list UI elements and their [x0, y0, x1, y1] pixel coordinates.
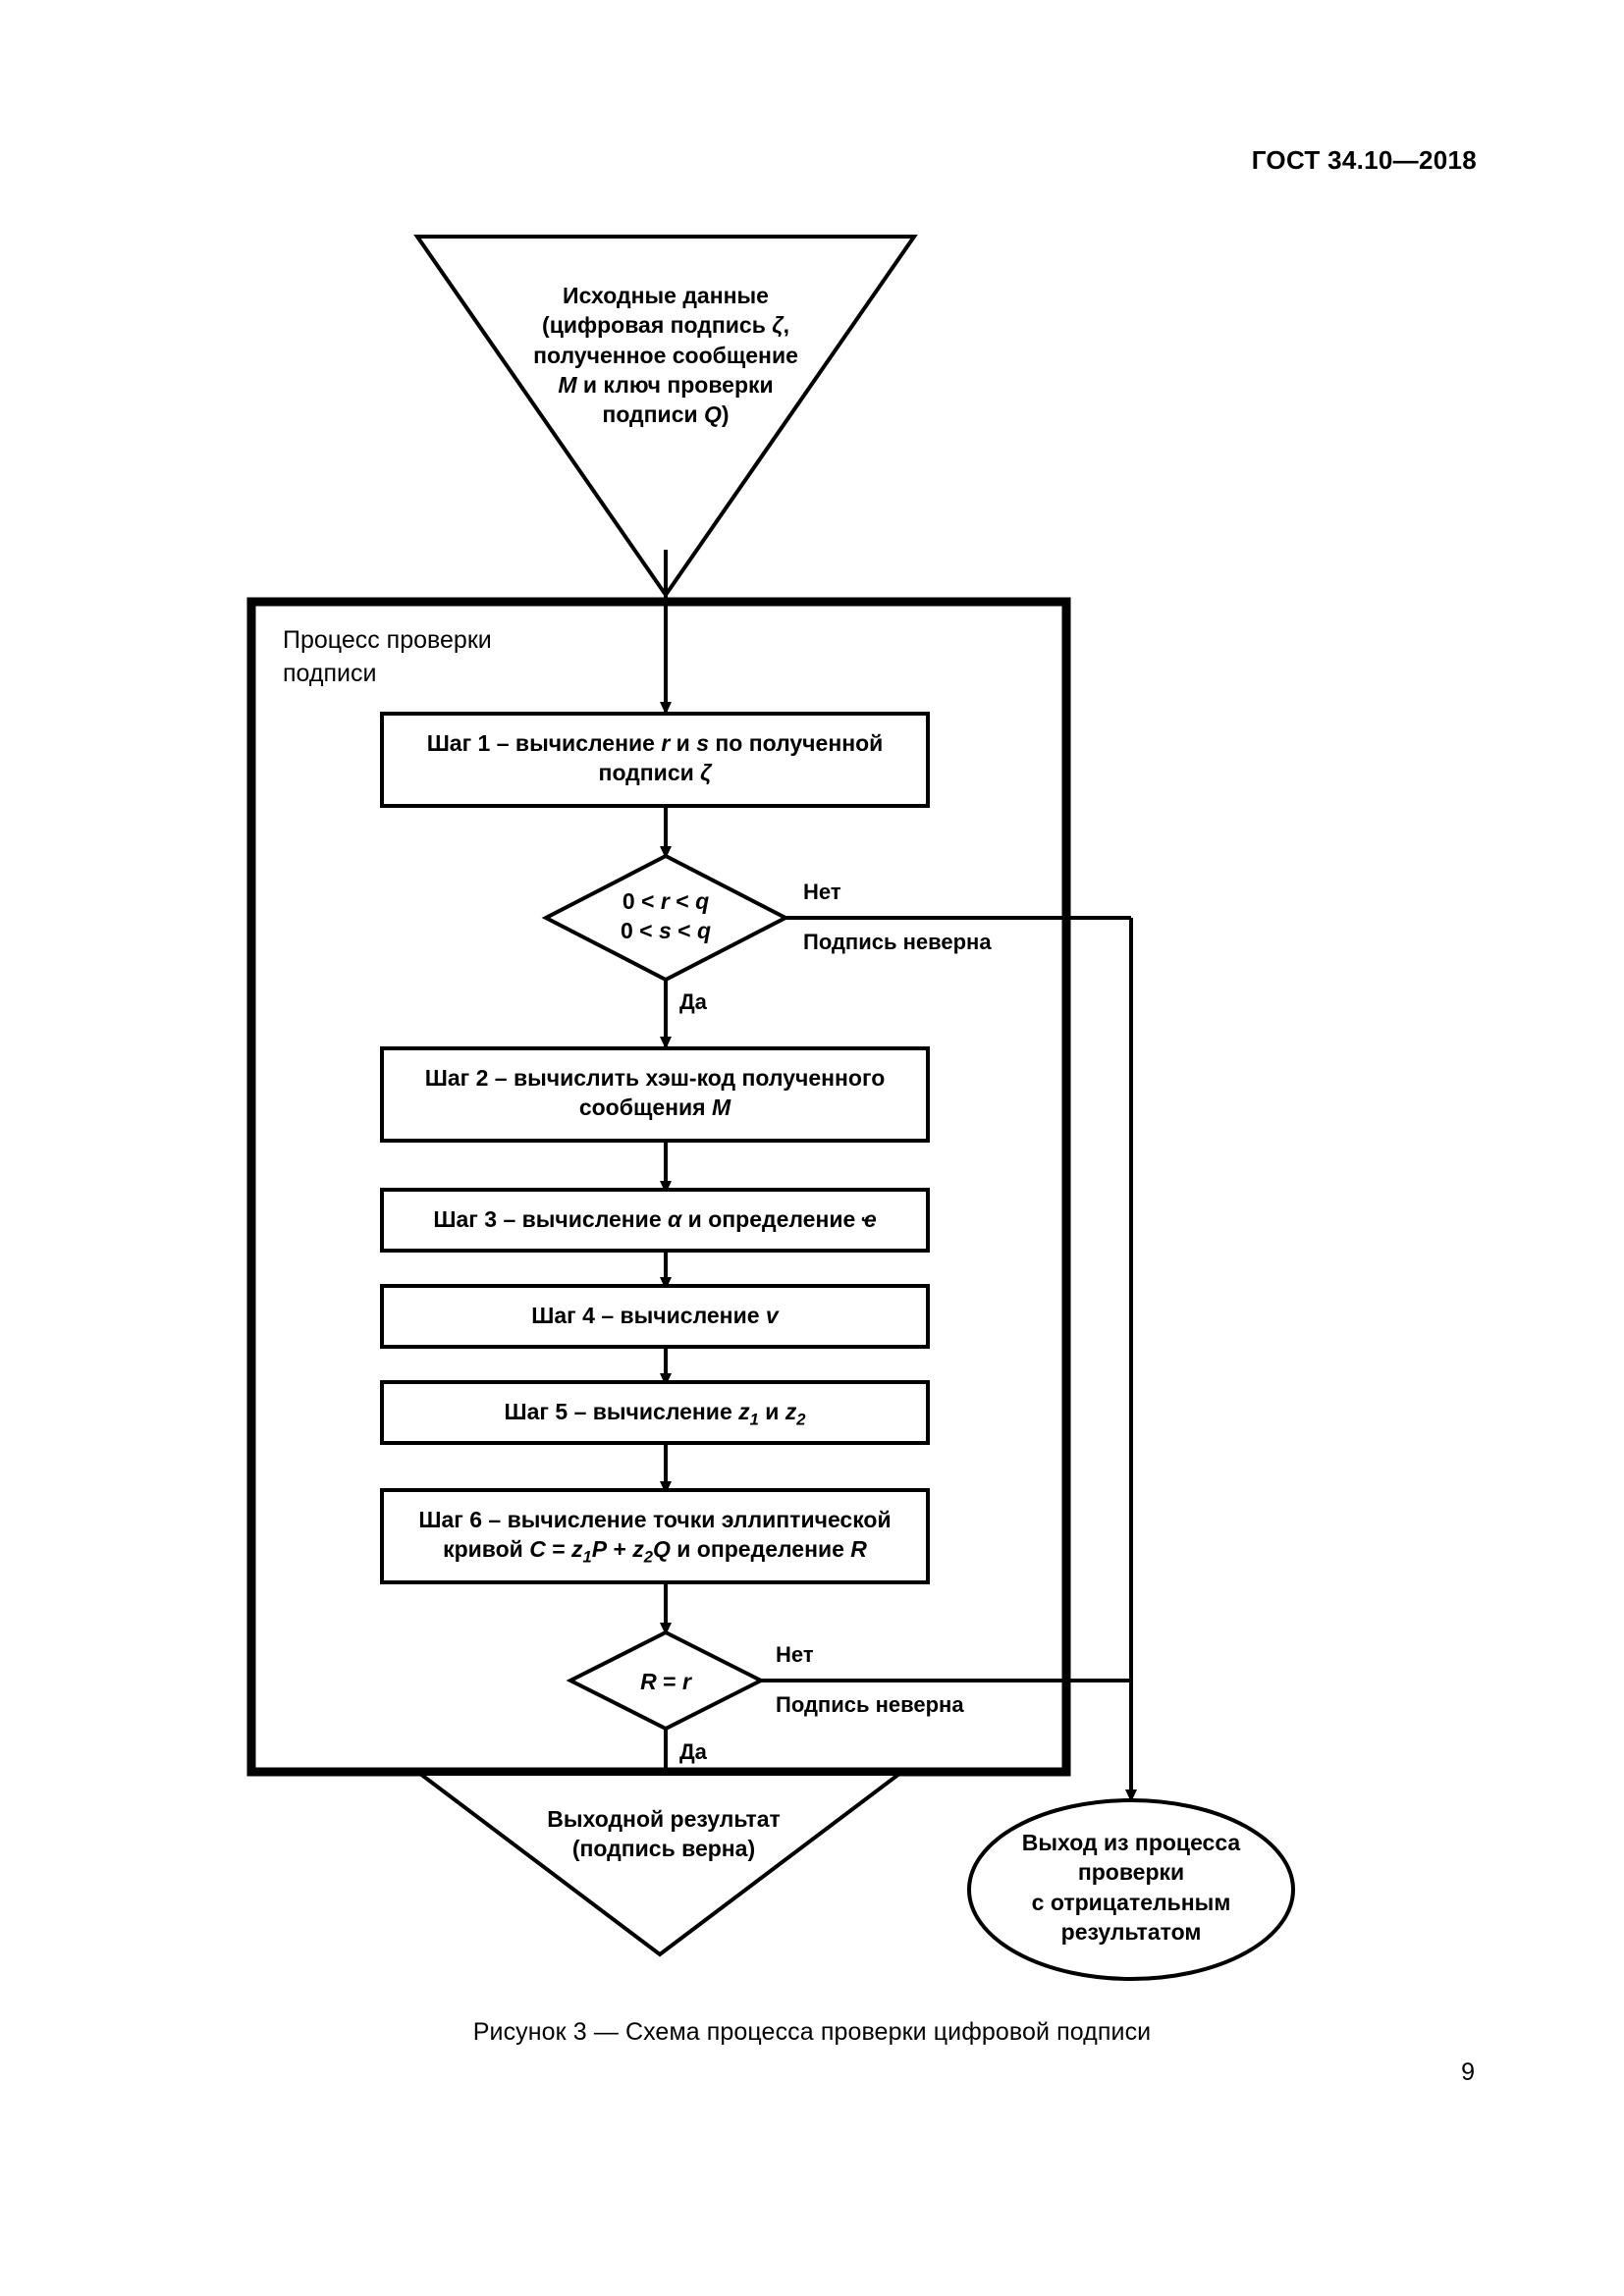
decision-compare-yes-label: Да: [679, 1739, 707, 1764]
figure-caption: Рисунок 3 — Схема процесса проверки цифр…: [472, 2018, 1152, 2046]
step-3-text: Шаг 3 – вычисление α и определение ҽ: [433, 1206, 877, 1232]
step-1-shape: [380, 712, 930, 808]
page-number: 9: [1461, 2058, 1475, 2086]
decision-compare-text: R = r: [640, 1669, 691, 1694]
step-5-shape: [380, 1380, 930, 1445]
step-3-shape: [380, 1188, 930, 1253]
standard-header: ГОСТ 34.10—2018: [1251, 145, 1477, 175]
decision-range-yes-label: Да: [679, 989, 707, 1014]
step-5-text: Шаг 5 – вычисление z1 и z2: [504, 1399, 806, 1429]
exit-ellipse-shape: [967, 1798, 1295, 1981]
step-2-shape: [380, 1046, 930, 1143]
decision-range-no-note: Подпись неверна: [803, 930, 992, 954]
output-triangle-text: Выходной результат(подпись верна): [547, 1806, 781, 1862]
input-triangle-shape: [413, 235, 918, 599]
decision-range-no-label: Нет: [803, 880, 841, 904]
step-6-shape: [380, 1488, 930, 1584]
decision-compare-no-note: Подпись неверна: [776, 1692, 964, 1717]
input-triangle-text: Исходные данные(цифровая подпись ζ,получ…: [533, 283, 798, 428]
decision-compare-no-label: Нет: [776, 1642, 814, 1667]
process-container-label: Процесс проверки подписи: [283, 626, 492, 687]
output-triangle-shape: [414, 1772, 905, 1957]
step-4-text: Шаг 4 – вычисление v: [531, 1303, 779, 1328]
step-4-shape: [380, 1284, 930, 1349]
